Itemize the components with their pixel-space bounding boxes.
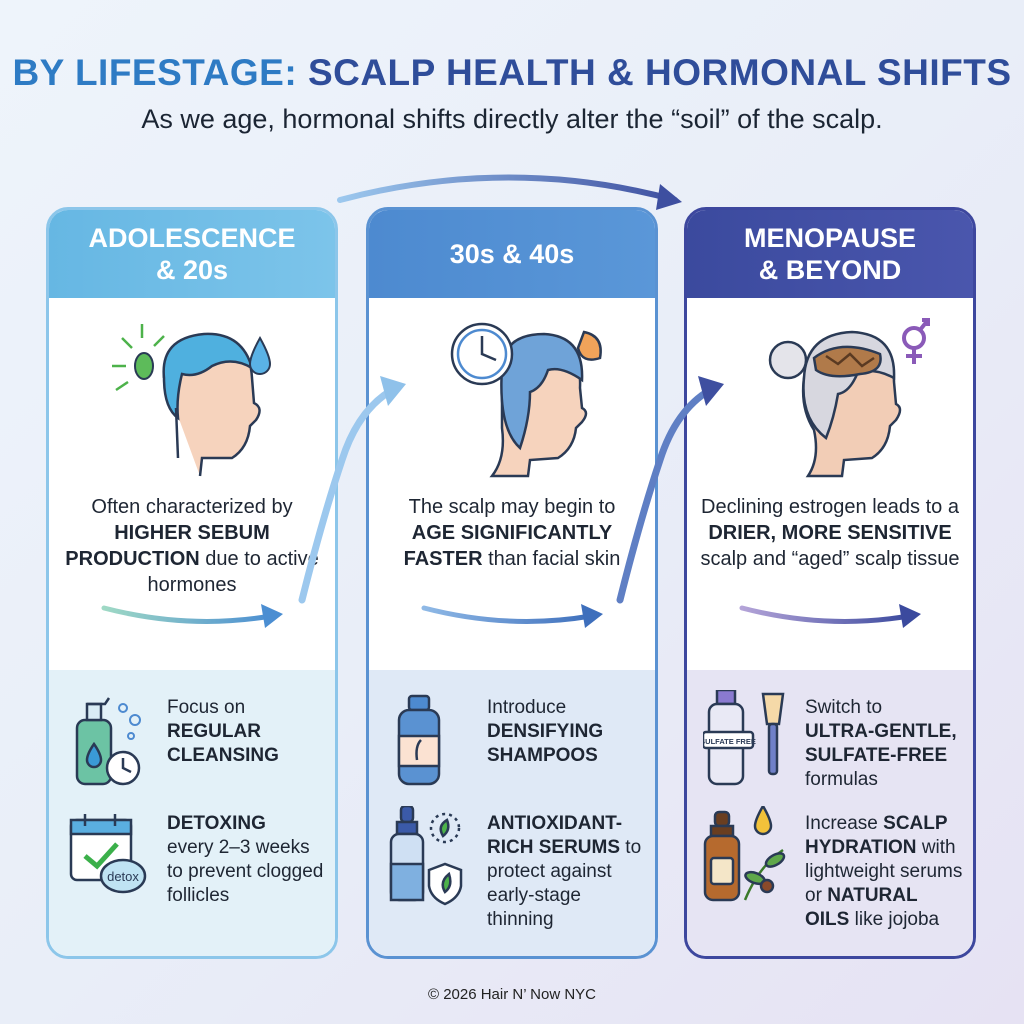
title-part2: SCALP HEALTH & HORMONAL SHIFTS [307, 52, 1012, 93]
oil-dropper-and-jojoba-icon [703, 806, 786, 902]
top-flow-arrow-icon [337, 174, 682, 210]
sulfate-free-bottle-and-brush-icon: SULFATE FREE [703, 690, 785, 786]
heading-line2: & BEYOND [758, 255, 902, 285]
heading-line1: MENOPAUSE [743, 223, 917, 253]
tip-antioxidant-serums: ANTIOXIDANT-RICH SERUMS to protect again… [369, 806, 655, 930]
cleanser-bottle-icon [75, 697, 141, 786]
heading-line1: 30s & 40s [449, 239, 575, 269]
column-heading: ADOLESCENCE& 20s [49, 210, 335, 298]
sulfate-free-label: SULFATE FREE [703, 737, 756, 746]
tip-scalp-hydration: Increase SCALP HYDRATION with lightweigh… [687, 806, 973, 930]
progress-arrow-icon [739, 604, 921, 628]
calendar-detox-icon: detox [69, 814, 147, 894]
column-heading: MENOPAUSE& BEYOND [687, 210, 973, 298]
young-man-profile-icon [112, 324, 272, 477]
shampoo-bottle-icon [397, 694, 441, 786]
flow-arrow-1-icon [298, 376, 406, 604]
older-woman-profile-icon [768, 318, 930, 478]
heading-line1: ADOLESCENCE [88, 223, 296, 253]
progress-arrow-icon [421, 604, 603, 628]
page-subtitle: As we age, hormonal shifts directly alte… [141, 104, 883, 134]
column-heading: 30s & 40s [369, 210, 655, 298]
detox-badge-label: detox [107, 869, 139, 884]
serum-dropper-icon [389, 806, 463, 906]
woman-with-clock-icon [450, 322, 602, 478]
column-menopause: MENOPAUSE& BEYOND Declining estrogen lea… [684, 207, 976, 959]
progress-arrow-icon [101, 604, 283, 628]
flow-arrow-2-icon [616, 376, 724, 604]
title-part1: BY LIFESTAGE: [12, 52, 298, 93]
heading-line2: & 20s [155, 255, 229, 285]
page-title: BY LIFESTAGE: SCALP HEALTH & HORMONAL SH… [0, 52, 1024, 94]
copyright-footer: © 2026 Hair N’ Now NYC [427, 986, 597, 1003]
column-description: Declining estrogen leads to a DRIER, MOR… [700, 496, 960, 570]
